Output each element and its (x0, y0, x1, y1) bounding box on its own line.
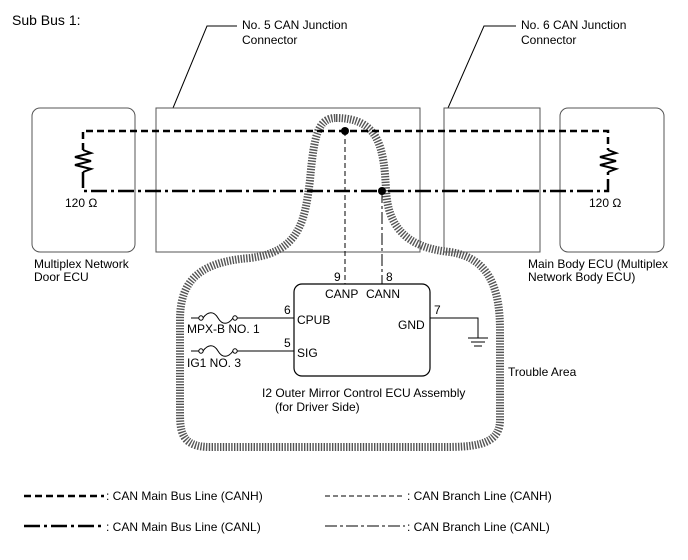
mirror-ecu-label-line2: (for Driver Side) (275, 400, 360, 414)
door-ecu-resistor-label: 120 Ω (65, 196, 97, 210)
mpx-fuse-element (202, 312, 234, 324)
body-ecu-resistor (599, 149, 620, 173)
gnd-pin-number: 7 (434, 303, 441, 317)
door-ecu-label-line1: Multiplex Network (34, 257, 130, 271)
junction5-box (155, 107, 421, 253)
cann-pin-number: 8 (386, 270, 393, 284)
mpx-fuse-label: MPX-B NO. 1 (187, 322, 260, 336)
body-ecu-resistor-label: 120 Ω (589, 196, 621, 210)
ground-symbol-icon (468, 337, 488, 347)
body-ecu-box (559, 107, 665, 253)
junction6-leader (447, 25, 516, 109)
cpub-pin-number: 6 (284, 303, 291, 317)
mirror-ecu-box (293, 283, 431, 377)
junction5-leader (172, 25, 237, 109)
junction5-label-line1: No. 5 CAN Junction (242, 18, 347, 32)
canp-pin-number: 9 (334, 270, 341, 284)
ig1-fuse-element (202, 345, 234, 357)
ig1-fuse-left-terminal (198, 348, 204, 354)
legend-branch-canh-label: : CAN Branch Line (CANH) (407, 489, 552, 503)
sig-pin-number: 5 (284, 336, 291, 350)
mpx-fuse-right-terminal (232, 315, 238, 321)
door-ecu-resistor (74, 149, 95, 173)
legend-main-canh-label: : CAN Main Bus Line (CANH) (106, 489, 263, 503)
canp-pin-label: CANP (325, 287, 358, 301)
ig1-fuse-right-terminal (232, 348, 238, 354)
body-ecu-label-line1: Main Body ECU (Multiplex (528, 257, 668, 271)
diagram-title: Sub Bus 1: (12, 12, 81, 28)
gnd-pin-label: GND (398, 318, 425, 332)
junction6-label-line1: No. 6 CAN Junction (521, 18, 626, 32)
door-ecu-label-line2: Door ECU (34, 270, 89, 284)
junction5-label-line2: Connector (242, 33, 297, 47)
legend-main-canl-label: : CAN Main Bus Line (CANL) (106, 520, 261, 534)
cann-pin-label: CANN (366, 287, 400, 301)
cpub-pin-label: CPUB (297, 313, 330, 327)
trouble-area-label: Trouble Area (508, 365, 577, 379)
gnd-wire (430, 317, 479, 338)
junction6-box (443, 107, 541, 253)
junction6-label-line2: Connector (521, 33, 576, 47)
sig-pin-label: SIG (297, 346, 318, 360)
legend-branch-canl-label: : CAN Branch Line (CANL) (407, 520, 550, 534)
ig1-fuse-label: IG1 NO. 3 (187, 356, 241, 370)
mirror-ecu-label-line1: I2 Outer Mirror Control ECU Assembly (262, 386, 465, 400)
trouble-area-outline (176, 113, 504, 451)
mpx-fuse-left-terminal (198, 315, 204, 321)
body-ecu-label-line2: Network Body ECU) (528, 270, 635, 284)
